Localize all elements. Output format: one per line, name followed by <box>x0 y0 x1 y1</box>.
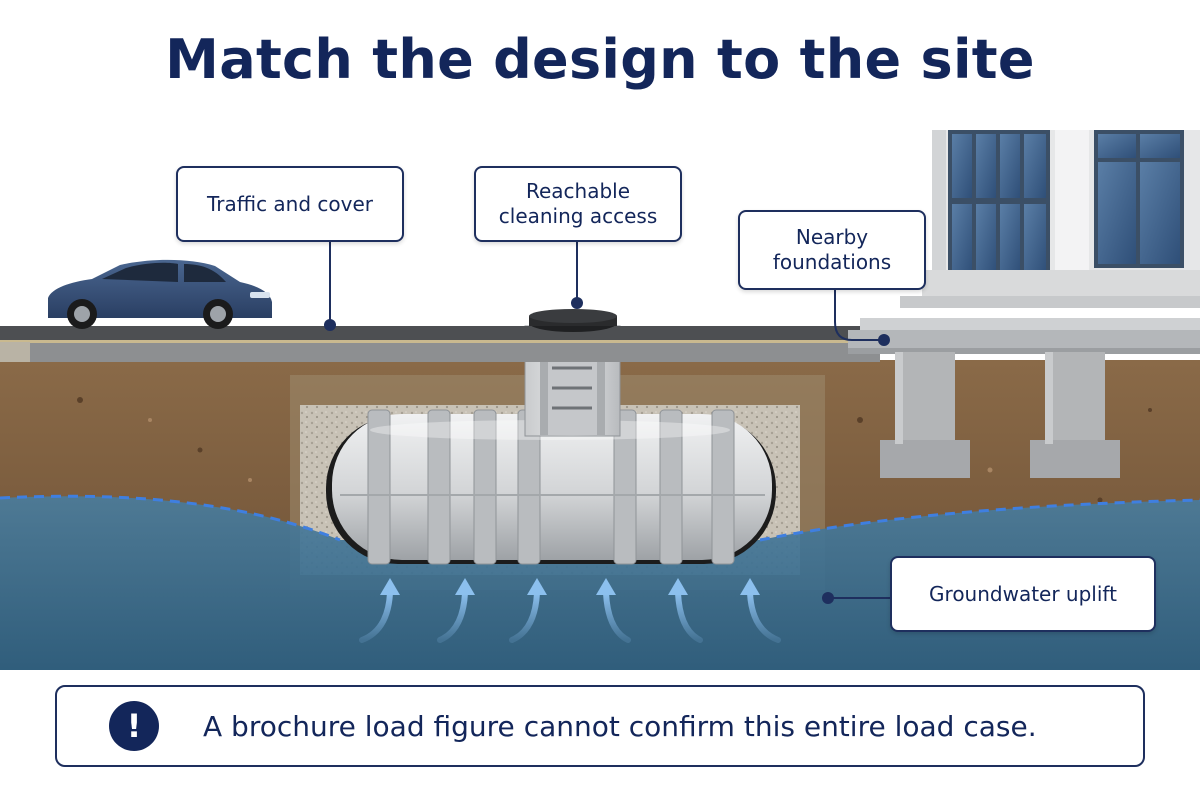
warning-banner: ! A brochure load figure cannot confirm … <box>55 685 1145 767</box>
water-table-line <box>759 498 1200 542</box>
up-arrow-icon <box>747 590 781 643</box>
up-arrow-icon <box>509 590 540 643</box>
leader-lines <box>329 240 892 599</box>
up-arrow-icon <box>359 590 393 643</box>
exclamation-icon: ! <box>109 701 159 751</box>
foundation-piers <box>880 352 1120 478</box>
callout-nearby-foundations: Nearby foundations <box>738 210 926 290</box>
car <box>48 259 272 329</box>
road-pavement <box>0 326 880 362</box>
uplift-arrowheads <box>380 578 760 595</box>
leader-line-foundations <box>834 288 884 341</box>
callout-cleaning-access: Reachable cleaning access <box>474 166 682 242</box>
building <box>848 130 1200 354</box>
callout-groundwater-uplift: Groundwater uplift <box>890 556 1156 632</box>
page-title: Match the design to the site <box>165 28 1035 91</box>
uplift-arrows <box>359 590 781 643</box>
up-arrow-icon <box>437 590 468 643</box>
up-arrow-icon <box>675 590 703 643</box>
underground-tank <box>326 409 776 565</box>
callout-traffic-cover: Traffic and cover <box>176 166 404 242</box>
warning-text: A brochure load figure cannot confirm th… <box>203 709 1037 743</box>
manhole-cover <box>529 309 617 332</box>
water-table-line <box>0 494 341 542</box>
up-arrow-icon <box>603 590 631 643</box>
leader-dots <box>324 297 890 604</box>
